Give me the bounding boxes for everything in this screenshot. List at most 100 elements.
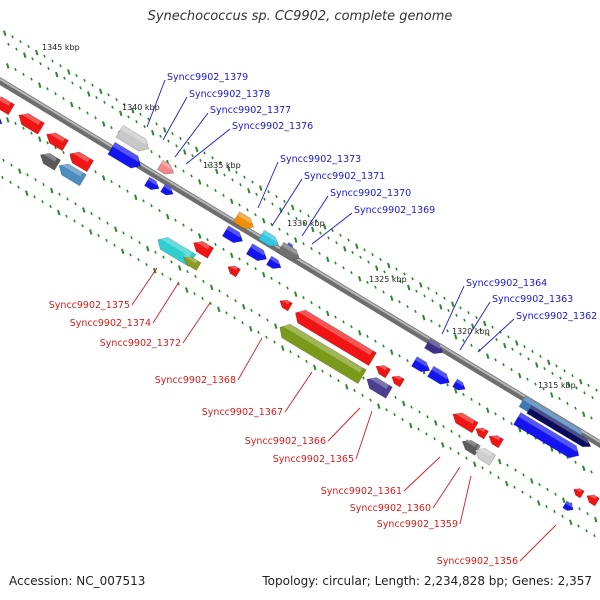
scale-tick [425, 432, 428, 436]
gene-arrow-highlight [287, 242, 294, 248]
scale-tick [537, 500, 541, 506]
gene-forward-orange [232, 211, 254, 230]
gene-label-reverse: Syncc9902_1356 [437, 556, 518, 567]
scale-tick [487, 333, 490, 337]
scale-tick [247, 187, 251, 194]
scale-tick [579, 378, 583, 385]
gene-arrow-highlight [476, 444, 493, 457]
scale-tick [194, 274, 197, 278]
gene-forward-gray [115, 124, 149, 152]
scale-tick [522, 473, 525, 477]
scale-tick [553, 509, 556, 513]
scale-tick [494, 412, 497, 416]
scale-tick [286, 232, 289, 236]
gene-forward [411, 356, 431, 373]
scale-tick [521, 490, 524, 494]
scale-tick [542, 387, 545, 391]
scale-tick [102, 121, 106, 127]
scale-tick [135, 120, 138, 124]
scale-tick [399, 279, 402, 283]
gene-arrow-shape [488, 435, 504, 449]
scale-tick [54, 92, 57, 96]
scale-tick [559, 376, 562, 380]
scale-tick [38, 82, 42, 89]
scale-tick [190, 174, 193, 178]
scale-tick [154, 250, 157, 254]
gene-reverse-olive [279, 320, 367, 384]
leader-line [301, 195, 329, 237]
scale-tick [251, 180, 254, 184]
gene-reverse-darkgray [40, 149, 62, 171]
scale-tick [371, 253, 374, 257]
gene-label-forward: Syncc9902_1369 [354, 205, 435, 216]
scale-tick [190, 228, 193, 232]
gene-arrow-highlight [250, 243, 267, 256]
gene-forward-navy [526, 405, 592, 448]
scale-tick [510, 421, 513, 426]
scale-tick [494, 358, 497, 362]
scale-tick [86, 111, 89, 115]
gene-reverse [69, 148, 95, 173]
scale-tick [587, 383, 590, 387]
scale-tick [281, 345, 285, 351]
leader-line [477, 318, 515, 353]
scale-tick [278, 227, 281, 231]
gene-arrow-highlight [194, 237, 211, 250]
scale-tick [350, 271, 353, 275]
scale-tick [186, 270, 189, 274]
scale-tick [238, 203, 241, 207]
gene-forward [245, 243, 267, 262]
gene-reverse-steelblue [58, 160, 87, 187]
scale-tick [299, 209, 302, 213]
scale-tick [121, 248, 125, 255]
scale-tick [202, 279, 205, 283]
gene-label-forward: Syncc9902_1363 [492, 294, 573, 305]
scale-tick [214, 242, 217, 246]
gene-arrow-shape [375, 365, 391, 379]
gene-forward [452, 378, 466, 391]
scale-tick [375, 265, 379, 271]
scale-tick [175, 144, 178, 148]
scale-tick [79, 86, 82, 90]
scale-tick [150, 150, 153, 154]
scale-tick [455, 313, 458, 317]
scale-tick [286, 286, 289, 290]
gene-arrow-highlight [574, 485, 583, 493]
leader-line [459, 475, 472, 525]
scale-tick [263, 197, 266, 201]
scale-tick [242, 303, 246, 310]
gene-label-forward: Syncc9902_1370 [330, 188, 411, 199]
scale-tick [497, 475, 500, 480]
scale-tick [595, 388, 598, 392]
scale-tick [590, 470, 593, 474]
scale-tick [558, 397, 561, 401]
scale-tick [185, 287, 189, 293]
scale-tick [142, 199, 145, 203]
kbp-label: 1340 kbp [122, 103, 160, 112]
scale-tick [547, 359, 551, 366]
gene-forward [221, 225, 243, 244]
scale-tick [158, 209, 161, 213]
scale-tick [326, 256, 330, 263]
scale-tick [254, 213, 257, 217]
gene-arrow-shape [69, 151, 95, 173]
scale-tick [334, 261, 337, 265]
scale-tick [225, 311, 228, 315]
scale-tick [594, 516, 598, 523]
scale-tick [49, 204, 52, 209]
scale-tick [62, 96, 65, 101]
scale-tick [534, 382, 537, 386]
scale-tick [95, 95, 98, 100]
gene-label-forward: Syncc9902_1371 [304, 171, 385, 182]
scale-tick [446, 329, 449, 333]
scale-tick [398, 354, 401, 358]
gene-arrow-highlight [228, 263, 238, 271]
gene-reverse [452, 409, 479, 434]
scale-tick [383, 270, 386, 274]
scale-tick [462, 338, 465, 343]
scale-tick [134, 194, 138, 201]
gene-reverse-darkgray [461, 436, 481, 456]
gene-arrow-shape [156, 159, 175, 175]
gene-arrow-shape [258, 229, 279, 247]
scale-tick [518, 426, 522, 433]
